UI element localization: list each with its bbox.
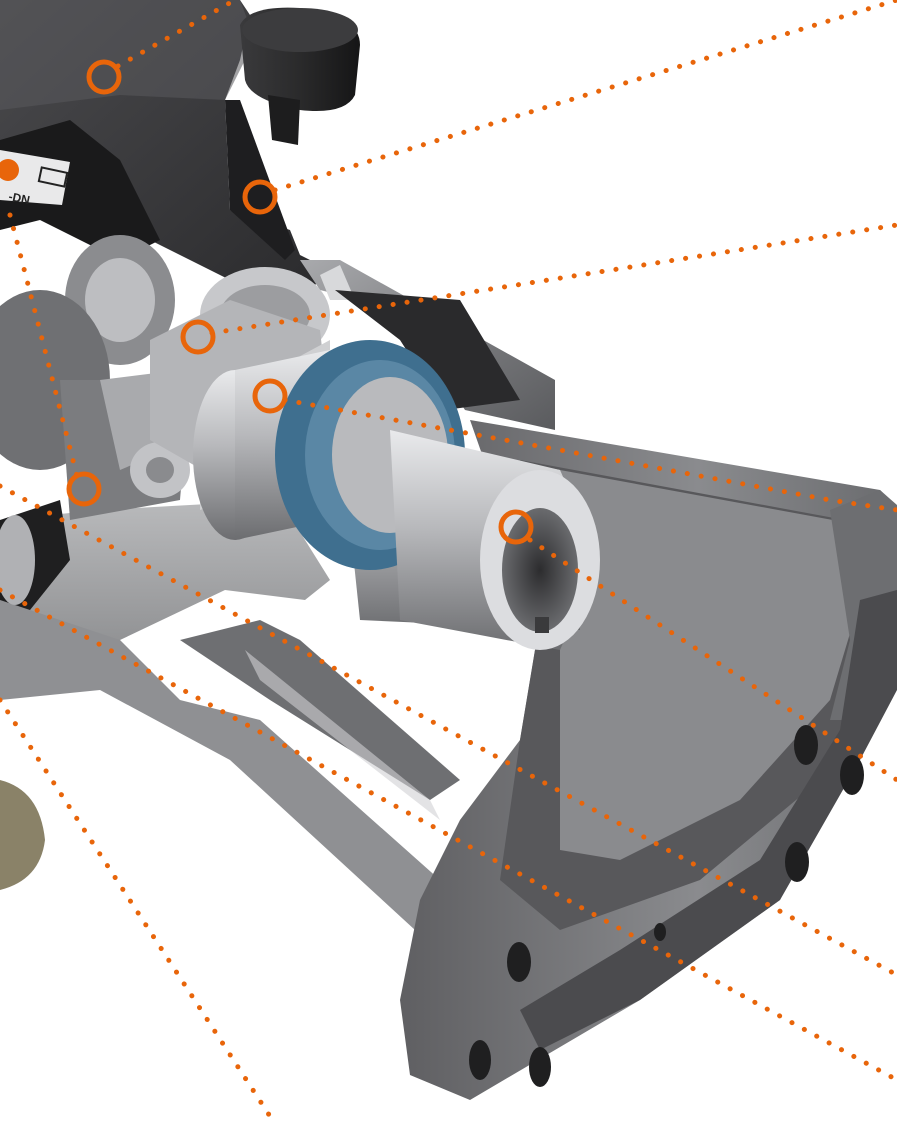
hotspots [66, 59, 534, 545]
callout-line-2 [272, 0, 897, 193]
callout-line-1 [115, 0, 238, 69]
callout-line-4 [282, 397, 897, 513]
hotspot-4[interactable] [252, 378, 288, 414]
hotspot-1[interactable] [86, 59, 122, 95]
callout-line-8 [0, 587, 897, 1083]
flange-housing [400, 420, 897, 1100]
hotspot-3[interactable] [180, 319, 216, 355]
callout-line-7 [0, 483, 897, 978]
label-sticker: -DN [0, 150, 70, 207]
hotspot-5[interactable] [498, 509, 534, 545]
knob [240, 7, 360, 145]
hotspot-6[interactable] [66, 471, 102, 507]
motor-housing [0, 0, 330, 300]
hotspot-2[interactable] [242, 179, 278, 215]
gearbox-body [300, 260, 555, 430]
callout-line-5 [527, 537, 897, 783]
label-text: -DN [7, 189, 31, 207]
callout-line-6 [7, 212, 83, 491]
callout-line-9 [0, 697, 278, 1124]
callout-line-3 [209, 222, 897, 336]
base-casting [0, 500, 460, 930]
